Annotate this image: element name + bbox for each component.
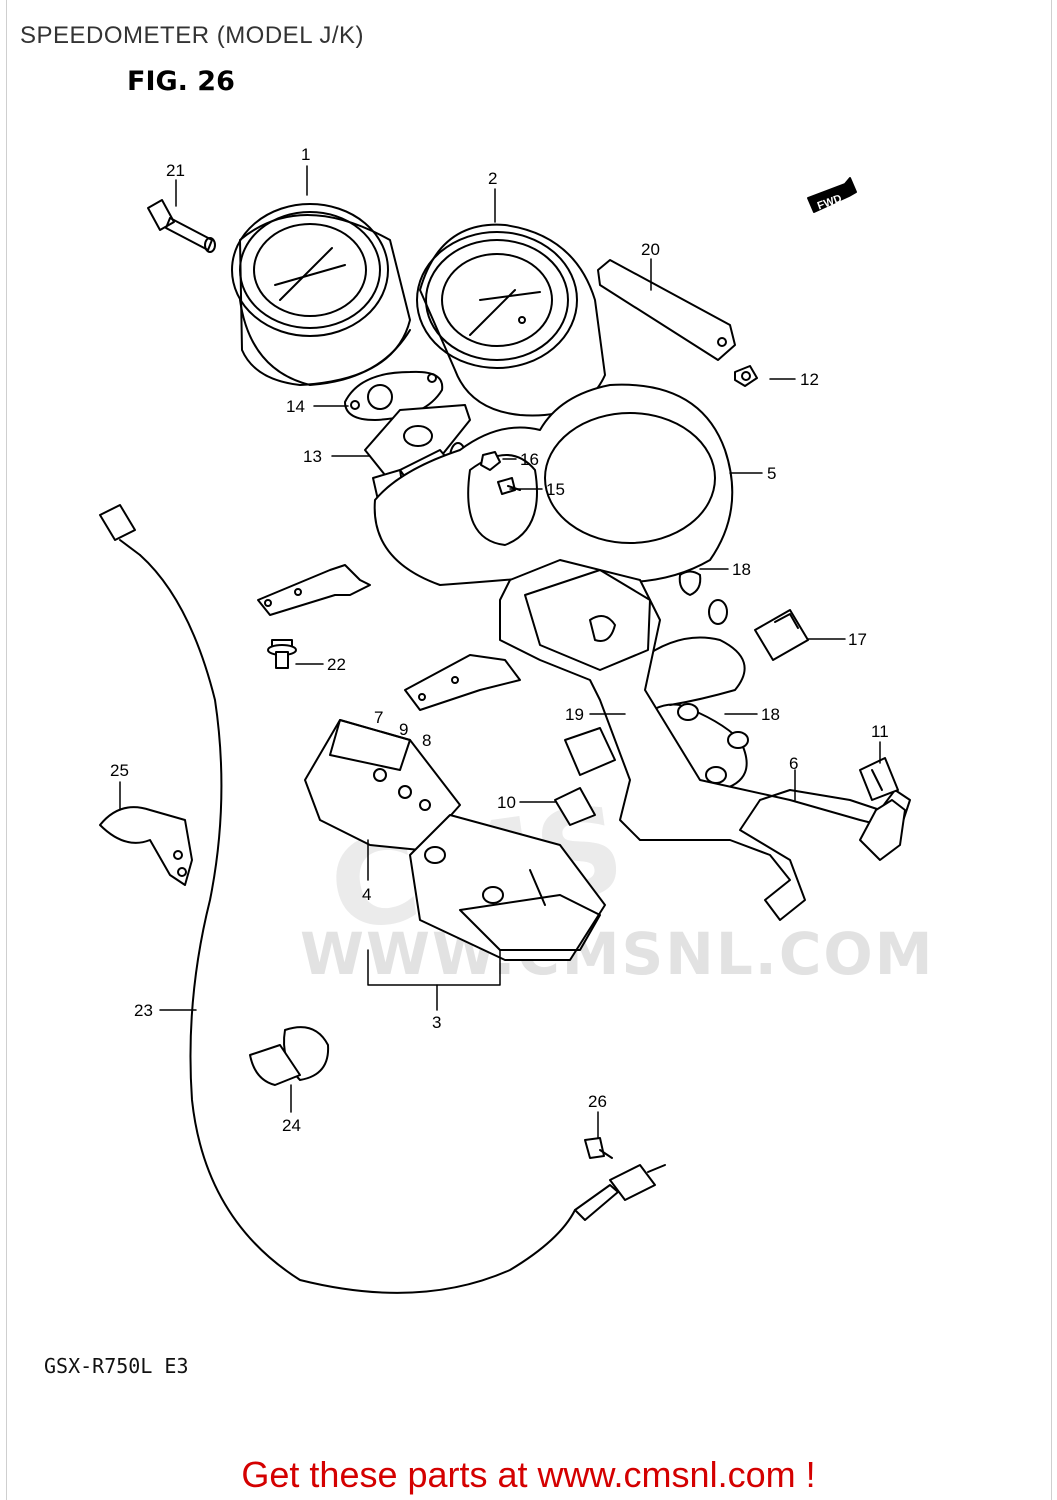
part-18-bulbs-and-harness: [619, 570, 749, 791]
callout-8: 8: [422, 731, 431, 750]
model-code: GSX-R750L E3: [44, 1354, 189, 1378]
part-11-clamp: [859, 757, 899, 801]
callout-labels: 1 2 3 4 5 6 7 8 9 10 11 12 13 14 15 16 1…: [110, 145, 889, 1135]
callout-3: 3: [432, 1013, 441, 1032]
part-1-tachometer: [231, 203, 411, 386]
callout-14: 14: [286, 397, 305, 416]
callout-24: 24: [282, 1116, 301, 1135]
exploded-parts-diagram: FWD: [99, 145, 911, 1294]
callout-22: 22: [327, 655, 346, 674]
part-22-bolt: [267, 639, 297, 669]
callout-10: 10: [497, 793, 516, 812]
buy-parts-link[interactable]: Get these parts at www.cmsnl.com !: [241, 1454, 816, 1495]
part-5-meter-cover: [257, 383, 734, 711]
part-12-nut: [734, 365, 758, 387]
part-23-speedometer-cable: [99, 504, 666, 1294]
callout-26: 26: [588, 1092, 607, 1111]
callout-21: 21: [166, 161, 185, 180]
callout-13: 13: [303, 447, 322, 466]
callout-12: 12: [800, 370, 819, 389]
callout-9: 9: [399, 720, 408, 739]
callout-23: 23: [134, 1001, 153, 1020]
callout-7: 7: [374, 708, 383, 727]
part-10-clamp: [554, 787, 596, 826]
part-17-connector: [754, 609, 809, 661]
callout-11: 11: [871, 722, 889, 741]
page-title: SPEEDOMETER (MODEL J/K): [20, 22, 364, 49]
callout-5: 5: [767, 464, 776, 483]
callout-17: 17: [848, 630, 867, 649]
watermark-url: WWW.CMSNL.COM: [300, 920, 935, 988]
part-16-nut: [480, 451, 501, 471]
forward-direction-arrow-icon: FWD: [807, 177, 857, 213]
callout-1: 1: [301, 145, 310, 164]
callout-25: 25: [110, 761, 129, 780]
callout-6: 6: [789, 754, 798, 773]
callout-19: 19: [565, 705, 584, 724]
callout-16: 16: [520, 450, 539, 469]
part-2-speedometer: [416, 223, 606, 417]
part-20-harness-cover: [597, 259, 736, 361]
figure-label: FIG. 26: [127, 66, 235, 97]
callout-4: 4: [362, 885, 371, 904]
callout-20: 20: [641, 240, 660, 259]
page-frame: [6, 0, 1052, 1500]
callout-15: 15: [546, 480, 565, 499]
part-21-cable-connector: [147, 199, 216, 253]
callout-18a: 18: [732, 560, 751, 579]
callout-2: 2: [488, 169, 497, 188]
part-24-cable-clamp: [249, 1026, 330, 1086]
part-25-cable-guide: [99, 806, 193, 886]
callout-18b: 18: [761, 705, 780, 724]
part-26-bolt: [584, 1137, 613, 1159]
callout-leader-lines: [119, 165, 881, 1139]
part-3-indicator-lamp-assembly: [409, 814, 606, 961]
